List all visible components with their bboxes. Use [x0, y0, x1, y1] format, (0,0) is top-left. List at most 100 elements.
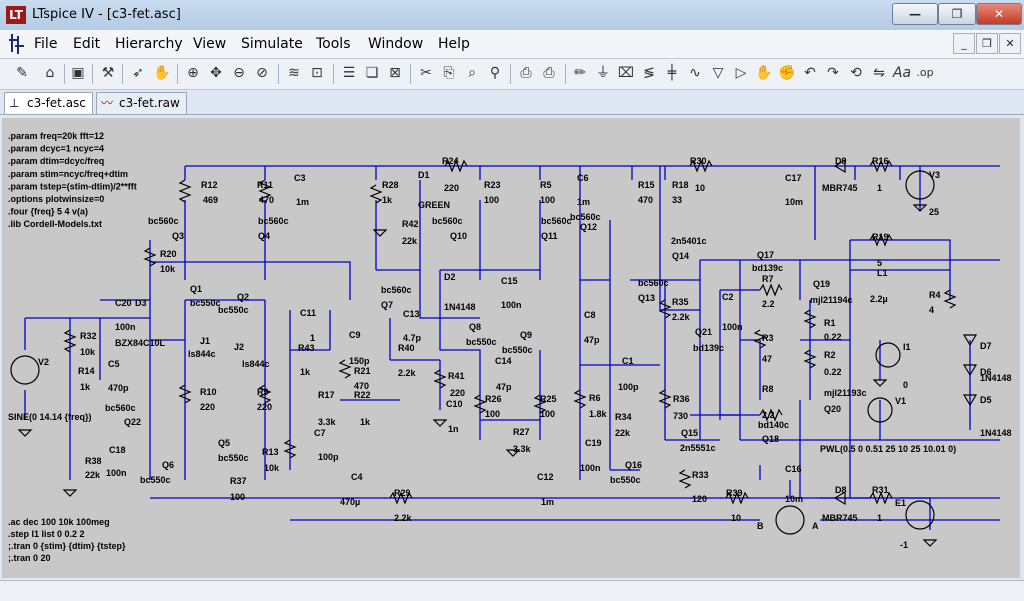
mdi-minimize-button[interactable]: _ [953, 33, 975, 54]
component-label: R16 [872, 156, 889, 166]
component-label: 1.8k [589, 409, 608, 419]
menu-tools[interactable]: Tools [316, 36, 351, 52]
capacitor-icon[interactable]: ╪ [667, 65, 677, 81]
ground-symbols [17, 204, 938, 547]
component-label: 1m [296, 197, 309, 207]
tab-schematic[interactable]: ⊥ c3-fet.asc [4, 92, 93, 114]
component-label: 22k [402, 236, 418, 246]
run-icon[interactable]: ➶ [132, 65, 144, 81]
menu-window[interactable]: Window [368, 36, 424, 52]
save-icon[interactable]: ▣ [71, 65, 85, 81]
component-label: Q22 [124, 417, 141, 427]
tab-waveform[interactable]: 〰 c3-fet.raw [96, 92, 187, 114]
analysis-command-line: .step I1 list 0 0.2 2 [8, 529, 85, 539]
schematic-canvas[interactable]: .param freq=20k fft=12.param dcyc=1 ncyc… [2, 118, 1020, 578]
component-label: 22k [85, 470, 101, 480]
spice-directive-icon[interactable]: .op [916, 66, 934, 79]
component-label: D3 [135, 298, 147, 308]
fit-icon[interactable]: ⊡ [311, 65, 323, 81]
move-icon[interactable]: ✋ [755, 65, 773, 81]
component-label: 730 [673, 411, 688, 421]
component-label: Q6 [162, 460, 174, 470]
toolbar-separator [410, 64, 411, 84]
ground-icon[interactable]: ⏚ [596, 65, 610, 81]
component-label: 220 [257, 402, 272, 412]
analysis-commands[interactable]: .ac dec 100 10k 100meg.step I1 list 0 0.… [8, 517, 126, 563]
component-label: C12 [537, 472, 554, 482]
autorange-icon[interactable]: ≋ [288, 65, 300, 81]
component-label: 220 [200, 402, 215, 412]
new-schematic-icon[interactable]: ✎ [16, 65, 28, 81]
halt-icon[interactable]: ✋ [153, 65, 171, 81]
menu-view[interactable]: View [193, 36, 227, 52]
text-icon[interactable]: Aa [892, 65, 912, 81]
spice-directive-line: .options plotwinsize=0 [8, 194, 104, 204]
component-label: C17 [785, 173, 802, 183]
schematic-drawing[interactable]: .param freq=20k fft=12.param dcyc=1 ncyc… [2, 118, 1020, 578]
redo-icon[interactable]: ↷ [827, 65, 839, 81]
window-minimize-button[interactable]: — [892, 3, 938, 25]
component-label: 220 [444, 183, 459, 193]
component-label: 120 [692, 494, 707, 504]
component-label: mjl21193c [824, 388, 867, 398]
component-label: V1 [895, 396, 906, 406]
mdi-restore-button[interactable]: ❐ [976, 33, 998, 54]
component-label: 1 [877, 513, 882, 523]
close-window-icon[interactable]: ⊠ [389, 65, 401, 81]
rotate-icon[interactable]: ⟲ [850, 65, 862, 81]
component-label: Q8 [469, 322, 481, 332]
find-icon[interactable]: ⚲ [489, 65, 501, 81]
resistor-symbols [63, 159, 957, 505]
component-label: bc560c [105, 403, 136, 413]
cascade-icon[interactable]: ❏ [365, 65, 379, 81]
mdi-close-button[interactable]: ✕ [999, 33, 1021, 54]
resistor-icon[interactable]: ≶ [643, 65, 655, 81]
menu-edit[interactable]: Edit [73, 36, 101, 52]
component-label: R36 [673, 394, 690, 404]
label-icon[interactable]: ⌧ [617, 65, 635, 81]
component-label: 10 [731, 513, 741, 523]
component-label: 1N4148 [980, 428, 1012, 438]
component-label: bc560c [570, 212, 601, 222]
mirror-icon[interactable]: ⇋ [873, 65, 885, 81]
menu-help[interactable]: Help [438, 36, 470, 52]
diode-icon[interactable]: ▽ [712, 65, 724, 81]
print-preview-icon[interactable]: ⎙ [520, 65, 532, 81]
component-label: R37 [230, 476, 247, 486]
inductor-icon[interactable]: ∿ [689, 65, 701, 81]
schematic-doc-icon[interactable] [6, 32, 28, 56]
component-label: PWL(0.5 0 0.51 25 10 25 10.01 0) [820, 444, 956, 454]
component-label: Q16 [625, 460, 642, 470]
window-close-button[interactable]: ✕ [976, 3, 1022, 25]
component-label: Q1 [190, 284, 202, 294]
component-icon[interactable]: ▷ [735, 65, 747, 81]
component-label: Q14 [672, 251, 689, 261]
toolbar-separator [333, 64, 334, 84]
zoom-in-icon[interactable]: ⊕ [187, 65, 199, 81]
menu-hierarchy[interactable]: Hierarchy [115, 36, 183, 52]
schematic-icon: ⊥ [9, 96, 20, 110]
component-label: R22 [354, 390, 371, 400]
copy-icon[interactable]: ⎘ [443, 65, 455, 81]
undo-icon[interactable]: ↶ [804, 65, 816, 81]
find-icon[interactable]: ⌕ [468, 65, 476, 81]
component-label: Q19 [813, 279, 830, 289]
drag-icon[interactable]: ✊ [778, 65, 796, 81]
menu-simulate[interactable]: Simulate [241, 36, 303, 52]
window-restore-button[interactable]: ❐ [938, 3, 976, 25]
component-label: 1n [448, 424, 459, 434]
open-icon[interactable]: ⌂ [45, 65, 55, 81]
zoom-cancel-icon[interactable]: ⊘ [256, 65, 268, 81]
cut-icon[interactable]: ✂ [420, 65, 432, 81]
schematic-wires [24, 165, 1000, 530]
menu-file[interactable]: File [34, 36, 58, 52]
tile-horizontal-icon[interactable]: ☰ [342, 65, 356, 81]
control-panel-icon[interactable]: ⚒ [101, 65, 115, 81]
print-icon[interactable]: ⎙ [543, 65, 555, 81]
component-label: R28 [382, 180, 399, 190]
spice-directives[interactable]: .param freq=20k fft=12.param dcyc=1 ncyc… [8, 131, 137, 229]
component-label: R39 [726, 488, 743, 498]
wire-icon[interactable]: ✏ [574, 65, 586, 81]
pan-icon[interactable]: ✥ [210, 65, 222, 81]
zoom-out-icon[interactable]: ⊖ [233, 65, 245, 81]
